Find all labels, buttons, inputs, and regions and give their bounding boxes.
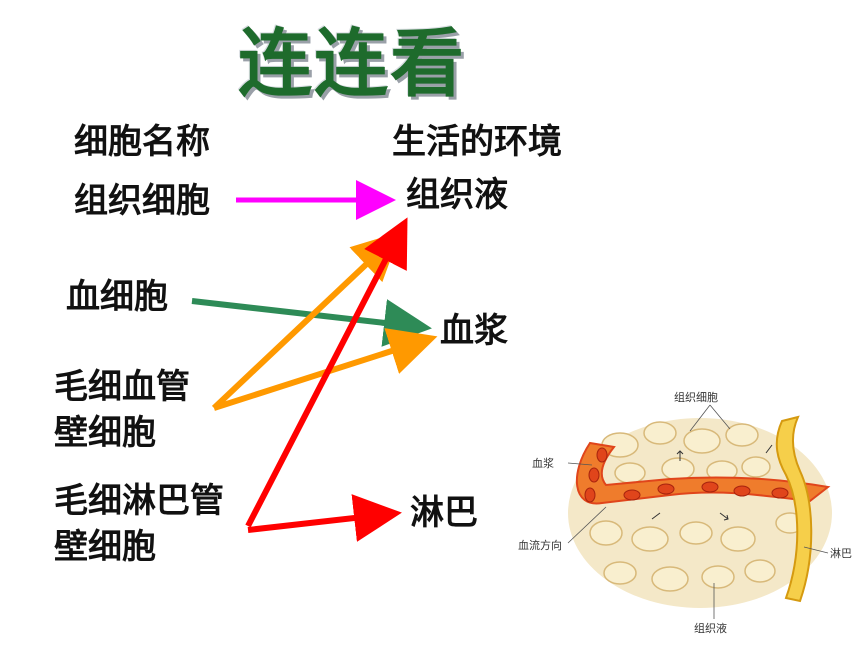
tissue-cell (679, 521, 713, 545)
lymph-capillary (775, 415, 813, 603)
arrow-lymph-capillary-to-lymph (247, 494, 402, 542)
illus-label-lymph: 淋巴 (830, 547, 852, 560)
header-environments: 生活的环境 (392, 122, 562, 162)
tissue-cell (725, 423, 759, 447)
cell-label-blood-cell: 血细胞 (66, 277, 168, 317)
cell-label-capillary-wall-cell: 毛细血管 壁细胞 (54, 367, 190, 453)
tissue-cell (614, 462, 646, 484)
tissue-illustration: 组织细胞 血浆 血流方向 淋巴 组织液 (518, 390, 852, 635)
tissue-cell (720, 526, 756, 552)
red-blood-cell (701, 481, 719, 493)
arrow-capillary-to-plasma (213, 328, 438, 411)
cell-label-lymph-capillary-wall-cell: 毛细淋巴管 壁细胞 (54, 481, 224, 567)
tissue-cell (631, 526, 669, 552)
arrow-blood-cell-to-plasma (191, 298, 432, 347)
red-blood-cell (596, 447, 608, 463)
red-blood-cell (584, 487, 596, 503)
illus-label-tissue-fluid: 组织液 (694, 621, 727, 635)
env-label-lymph: 淋巴 (410, 493, 478, 533)
illus-label-flow-direction: 血流方向 (518, 538, 562, 552)
tissue-cell (651, 566, 689, 592)
tissue-cell (683, 428, 721, 454)
red-blood-cell (771, 487, 789, 499)
blood-capillary (575, 441, 831, 505)
tissue-cell (589, 520, 623, 546)
red-blood-cell (733, 485, 751, 497)
tissue-cell (701, 565, 735, 589)
env-label-plasma: 血浆 (440, 311, 508, 351)
illus-label-tissue-cell: 组织细胞 (674, 390, 718, 404)
env-label-tissue-fluid: 组织液 (406, 175, 508, 215)
tissue-cell (643, 421, 677, 445)
tissue-cell (661, 457, 695, 481)
illus-label-plasma: 血浆 (532, 456, 554, 470)
red-blood-cell (623, 489, 641, 501)
page-title: 连连看 (238, 21, 466, 107)
tissue-cell (744, 559, 776, 583)
red-blood-cell (657, 483, 675, 495)
tissue-cell (741, 456, 771, 478)
arrow-lymph-capillary-to-tissue-fluid (245, 217, 408, 528)
cell-label-tissue-cell: 组织细胞 (74, 181, 210, 221)
header-cell-names: 细胞名称 (74, 122, 210, 162)
tissue-cell (603, 561, 637, 585)
arrow-capillary-to-tissue-fluid (211, 231, 401, 411)
red-blood-cell (588, 467, 600, 483)
